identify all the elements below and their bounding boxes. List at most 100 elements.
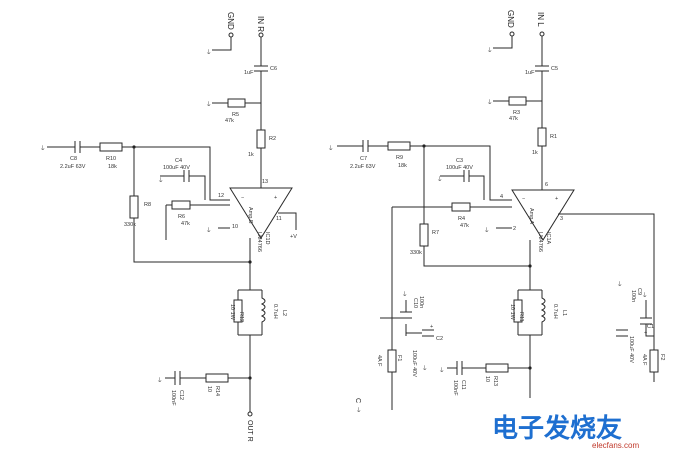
r-fb-ext-name: R10	[106, 156, 116, 162]
amp-b-triangle	[229, 187, 293, 239]
c-sup2-name: C9	[636, 288, 642, 295]
c-fb-value: 100uF 40V	[163, 165, 190, 171]
pin-plus: +	[274, 195, 277, 201]
r-fb-ext-resistor	[99, 142, 123, 152]
c-fb-wire-2	[469, 175, 485, 200]
ic-name: IC1D	[264, 232, 270, 245]
amp-label: Amp B	[247, 207, 253, 224]
c-in-value: 1uF	[244, 70, 254, 76]
fb-bottom-wire	[133, 218, 250, 263]
pin-d: 2	[513, 226, 516, 232]
c-zob-capacitor	[456, 361, 463, 375]
coil-inductor	[540, 290, 546, 335]
r-damp-value: 10 1W	[229, 304, 235, 321]
fuse1-name: F1	[396, 355, 402, 361]
c-in-name: C6	[270, 66, 277, 72]
r-in-name: R2	[269, 136, 276, 142]
r-bias-resistor	[508, 96, 527, 106]
r-pd-name: R7	[432, 230, 439, 236]
pin-c: 3	[560, 216, 563, 222]
pin-plus: +	[555, 196, 558, 202]
watermark: 电子发烧友 elecfans.com	[492, 413, 639, 450]
c-fb-ext-name: C8	[70, 156, 77, 162]
c-fb-value: 100uF 40V	[446, 165, 473, 171]
c-fb-ext-capacitor	[362, 140, 369, 152]
gnd-symbol: ⏚	[487, 47, 493, 54]
r-zob-resistor	[205, 373, 229, 383]
r-in-value: 1k	[532, 150, 538, 156]
coil-value: 0.7uH	[552, 304, 558, 319]
r-pd-name: R8	[144, 202, 151, 208]
gnd-symbol: ⏚	[158, 177, 164, 184]
r-in-name: R1	[550, 134, 557, 140]
gnd-symbol: ⏚	[484, 227, 490, 234]
r-in-resistor	[537, 127, 547, 147]
gnd-symbol: ⏚	[439, 367, 445, 374]
r-fb-ext-name: R9	[396, 155, 403, 161]
c-in-capacitor	[535, 65, 549, 72]
r-pd-value: 330k	[124, 222, 136, 228]
pin-b: 13	[262, 179, 268, 185]
fuse1	[387, 349, 397, 373]
c-fb-capacitor	[183, 170, 190, 182]
left-channel: IN R GND ⏚ C6 1uF ⏚ R5 47k R2 1k ⏚ C8 2.…	[40, 12, 297, 442]
c-zob-name: C12	[178, 390, 184, 400]
r-zob-value: 10	[484, 376, 490, 382]
ext-fb-wire-3	[410, 145, 512, 201]
gnd-symbol: ⏚	[206, 49, 212, 56]
c-fb-capacitor	[463, 170, 470, 182]
fuse2-name: F2	[659, 354, 665, 360]
output-label: C	[354, 398, 361, 403]
c-fb-ext-capacitor	[74, 141, 81, 153]
gnd-label: GND	[226, 12, 235, 30]
right-channel: IN L GND ⏚ C5 1uF ⏚ R3 47k R1 1k ⏚ C7 2.…	[328, 10, 665, 414]
c-fb-ext-value: 2.2uF 63V	[60, 164, 86, 170]
c-in-capacitor	[254, 65, 268, 72]
ic-type: LM4766	[537, 232, 543, 252]
pin-d: 10	[232, 224, 238, 230]
c-in-name: C5	[551, 66, 558, 72]
r-fb-name: R4	[458, 216, 465, 222]
gnd-wire	[212, 37, 232, 51]
r-in-value: 1k	[248, 152, 254, 158]
c-fb-name: C3	[456, 158, 463, 164]
supply-rail-right	[558, 213, 655, 302]
supply-label: +V	[290, 234, 297, 240]
c-sup2e-capacitor	[616, 329, 628, 337]
gnd-symbol: ⏚	[328, 145, 334, 152]
r-bias-name: R3	[513, 110, 520, 116]
gnd-symbol: ⏚	[157, 377, 163, 384]
r-fb-ext-resistor	[387, 141, 411, 151]
pin-a: 12	[218, 193, 224, 199]
gnd-symbol: ⏚	[642, 292, 648, 299]
r-zob-name: R14	[214, 386, 220, 396]
supply-wire	[278, 212, 297, 230]
r-pd-value: 330k	[410, 250, 422, 256]
pin-b: 6	[545, 182, 548, 188]
c-sup1-name: C10	[412, 298, 418, 308]
gnd-symbol: ⏚	[206, 227, 212, 234]
gnd-symbol: ⏚	[356, 407, 362, 414]
c-fb-wire-2	[189, 175, 206, 200]
c-sup2e-plus: +	[644, 330, 647, 336]
c-sup1e-plus: +	[430, 324, 433, 330]
r-fb-ext-value: 18k	[398, 163, 407, 169]
watermark-text: 电子发烧友	[492, 413, 622, 444]
watermark-sub: elecfans.com	[592, 441, 639, 450]
dec-wire-r2	[645, 300, 654, 337]
gnd-label: GND	[506, 10, 515, 28]
amp-label: Amp A	[528, 208, 534, 225]
r-damp-value: 10 1W	[509, 304, 515, 321]
input-terminal	[539, 31, 545, 37]
r-bias-resistor	[227, 98, 246, 108]
c-fb-name: C4	[175, 158, 182, 164]
input-label: IN L	[536, 12, 545, 27]
c-sup1e-capacitor	[422, 329, 434, 337]
gnd-symbol: ⏚	[617, 281, 623, 288]
fuse2	[649, 349, 659, 373]
pin-minus: −	[522, 196, 525, 202]
fuse1-value: 4A F	[376, 355, 382, 367]
ic-type: LM4766	[256, 232, 262, 252]
